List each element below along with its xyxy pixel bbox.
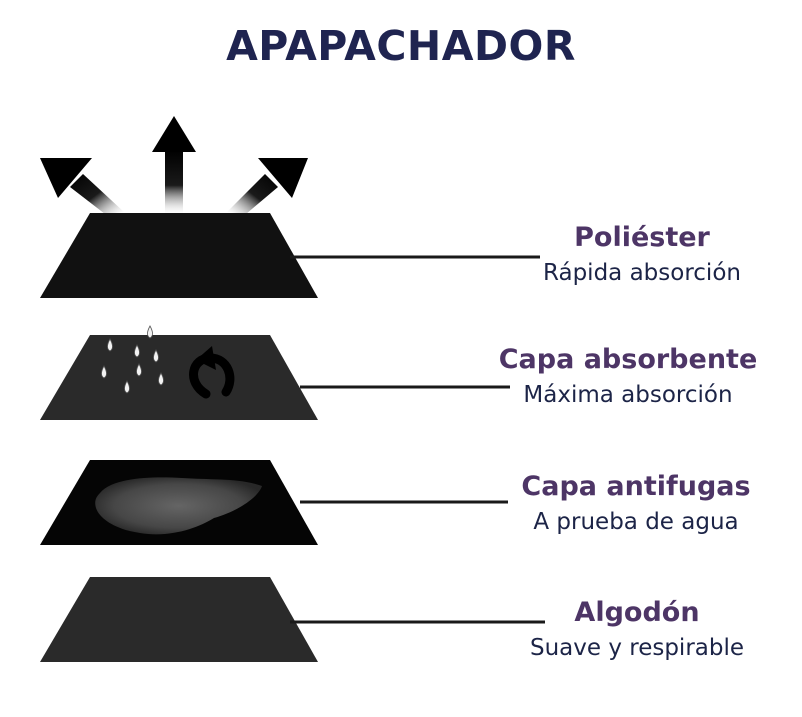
upward-arrows-icon xyxy=(40,116,308,214)
layer-shape xyxy=(40,577,318,662)
layer-absorbent xyxy=(40,325,510,420)
layer-name: Capa absorbente xyxy=(498,344,758,375)
layer-label-cotton: Algodón Suave y respirable xyxy=(497,595,777,665)
layer-name: Algodón xyxy=(574,597,700,628)
page-title: APAPACHADOR xyxy=(226,22,576,70)
layer-description: A prueba de agua xyxy=(533,509,739,535)
liquid-stain-icon xyxy=(95,477,262,535)
layer-cotton xyxy=(40,577,545,662)
arrow-up-left-icon xyxy=(40,158,124,214)
layer-antileak xyxy=(40,460,508,545)
layer-shape xyxy=(40,213,318,298)
layer-label-absorbent: Capa absorbente Máxima absorción xyxy=(478,342,778,412)
arrow-up-icon xyxy=(152,116,196,214)
layer-name: Poliéster xyxy=(574,222,710,253)
arrow-up-right-icon xyxy=(227,158,308,214)
layer-label-polyester: Poliéster Rápida absorción xyxy=(502,220,782,290)
layer-description: Máxima absorción xyxy=(523,382,733,408)
curved-arrow-icon xyxy=(189,346,235,399)
layer-label-antileak: Capa antifugas A prueba de agua xyxy=(486,469,786,539)
layer-description: Rápida absorción xyxy=(543,260,741,286)
layer-polyester xyxy=(40,213,540,298)
layer-name: Capa antifugas xyxy=(521,471,751,502)
layer-description: Suave y respirable xyxy=(529,635,745,661)
layer-shape xyxy=(40,335,318,420)
water-drops-icon xyxy=(101,325,164,394)
